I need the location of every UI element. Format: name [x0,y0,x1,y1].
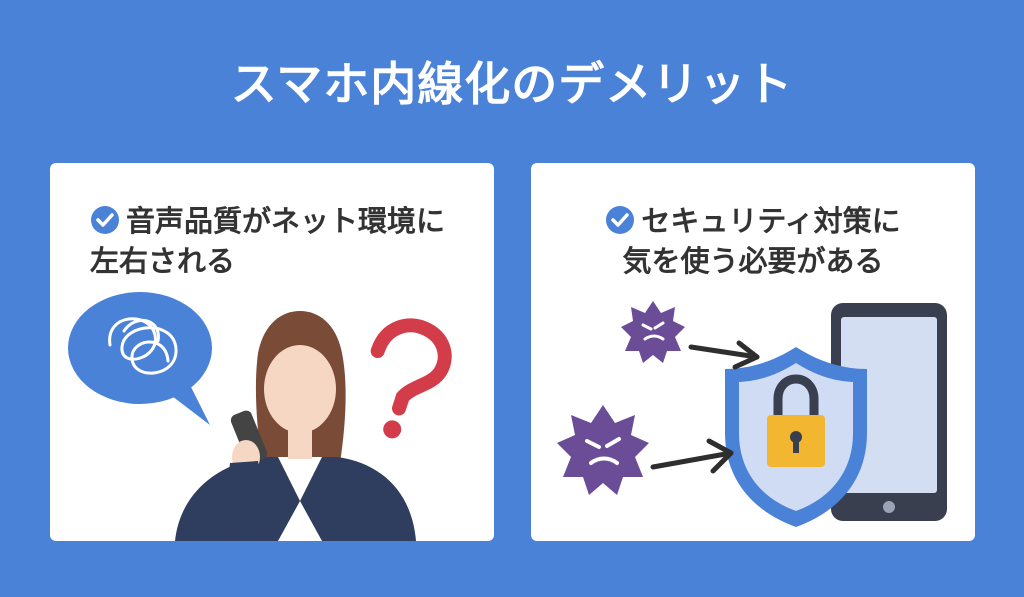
card-title: セキュリティ対策に 気を使う必要がある [531,201,975,281]
check-circle-icon [91,206,119,234]
question-mark-icon [370,318,452,439]
card-title: 音声品質がネット環境に 左右される [90,201,480,281]
tangled-speech-icon [68,292,212,425]
virus-icon [621,301,685,363]
arrow-icon [688,340,760,370]
card-title-line2: 左右される [90,244,236,278]
page-title: スマホ内線化のデメリット [230,57,794,111]
arrow-icon [650,438,734,474]
check-circle-icon [606,206,635,234]
shield-lock-icon [725,347,867,527]
security-illustration [557,301,947,527]
card-title-line2: 気を使う必要がある [622,244,884,278]
virus-icon [557,405,649,495]
caller-illustration [68,292,452,541]
card-title-line1: 音声品質がネット環境に [126,204,446,238]
person-on-phone [175,311,416,541]
card-security: セキュリティ対策に 気を使う必要がある [531,163,975,541]
card-title-line1: セキュリティ対策に [641,204,901,238]
card-voice-quality: 音声品質がネット環境に 左右される [50,163,494,541]
